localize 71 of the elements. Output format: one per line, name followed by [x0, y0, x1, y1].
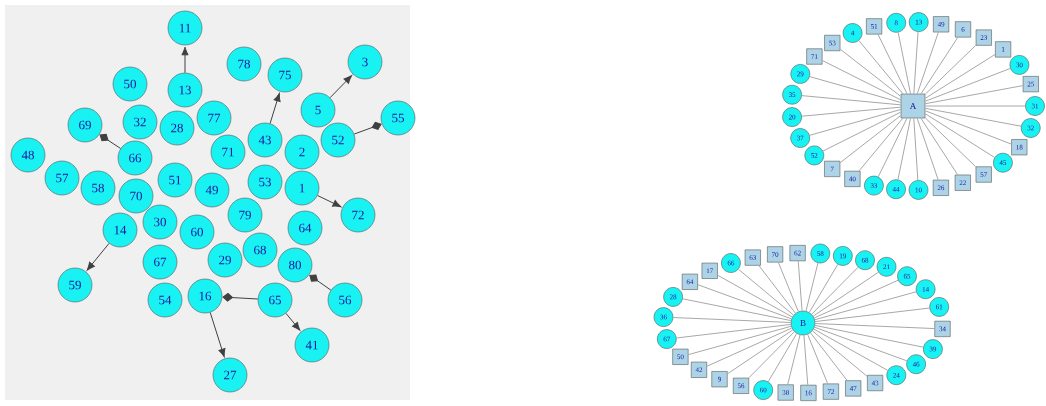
edge — [814, 324, 924, 348]
edge — [813, 328, 889, 371]
edge — [913, 117, 919, 181]
hub-node-square: A — [900, 93, 926, 119]
edge — [839, 115, 902, 164]
edge — [858, 40, 904, 95]
edge — [924, 67, 1011, 102]
edge — [86, 242, 110, 271]
edge — [839, 48, 902, 97]
edge — [811, 266, 859, 315]
edge — [181, 46, 189, 74]
edge — [924, 44, 977, 95]
edge — [920, 36, 959, 95]
edge — [797, 260, 803, 312]
edge — [805, 262, 819, 312]
edge — [812, 271, 879, 317]
edge — [717, 274, 793, 318]
edge — [737, 268, 795, 316]
edge — [803, 334, 809, 386]
edge — [808, 263, 839, 313]
edge — [269, 92, 281, 124]
edge — [697, 284, 792, 320]
edge — [801, 95, 902, 106]
edge — [877, 33, 908, 95]
edge — [676, 323, 792, 339]
edge — [209, 312, 226, 358]
edge — [777, 261, 799, 313]
edge — [913, 31, 919, 95]
edge — [672, 317, 792, 323]
edge — [821, 60, 902, 101]
edge — [924, 117, 977, 168]
edge — [822, 111, 902, 152]
edge — [924, 105, 1026, 107]
edge — [317, 195, 342, 208]
edge — [814, 326, 908, 362]
edge — [748, 331, 795, 379]
edge — [920, 117, 959, 176]
edge — [329, 75, 353, 99]
edge — [285, 312, 301, 331]
edge — [924, 85, 1024, 105]
edge — [353, 121, 382, 135]
edge — [811, 330, 868, 377]
edge — [924, 53, 996, 99]
edge — [916, 117, 939, 181]
edge — [222, 292, 259, 302]
edge — [924, 107, 1022, 127]
edge — [810, 332, 848, 381]
edge — [706, 327, 793, 367]
edge — [814, 323, 935, 330]
edge — [858, 117, 904, 172]
edge — [877, 117, 908, 178]
edge — [897, 117, 911, 181]
edge — [807, 333, 829, 385]
edge — [813, 279, 899, 319]
edge — [309, 274, 332, 291]
edge — [809, 109, 902, 136]
edge — [924, 113, 996, 158]
edge — [682, 298, 792, 322]
edge — [897, 31, 911, 95]
edge — [687, 325, 792, 356]
edge — [787, 334, 801, 385]
edge — [924, 110, 1012, 145]
edge — [801, 106, 902, 117]
edge — [814, 307, 930, 323]
edge — [916, 31, 939, 95]
edge — [767, 333, 798, 383]
edge — [99, 133, 122, 149]
edge — [814, 291, 917, 321]
edge — [758, 265, 796, 314]
edge — [727, 329, 794, 375]
edge — [809, 76, 902, 103]
